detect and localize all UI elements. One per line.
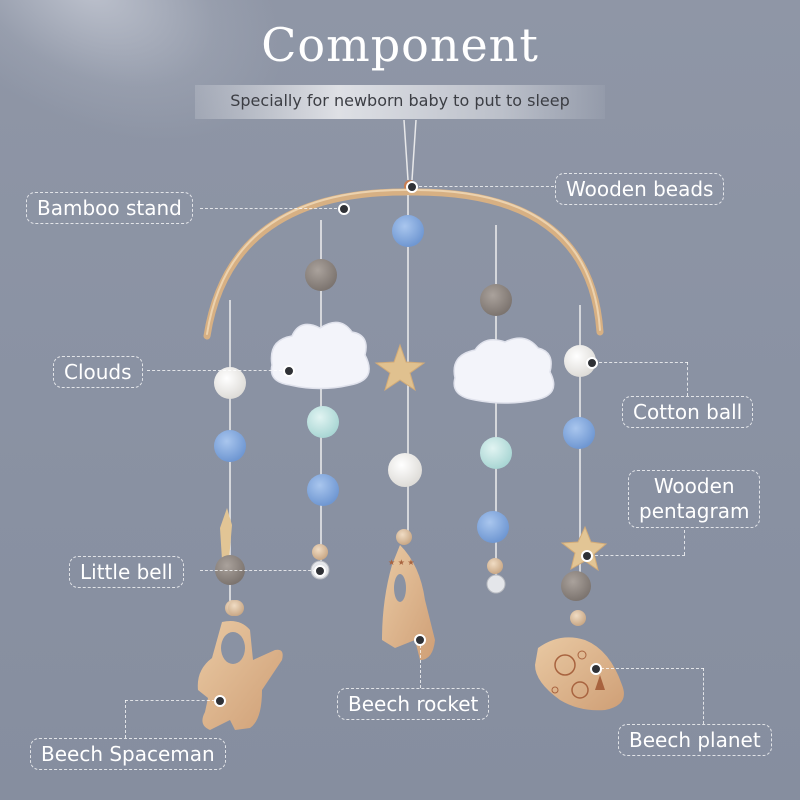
beech-rocket bbox=[382, 545, 435, 660]
strings bbox=[229, 195, 581, 610]
marker-dot-wooden-beads bbox=[406, 181, 418, 193]
leader-wooden-beads bbox=[414, 186, 554, 187]
label-wooden-pentagram-line1: Wooden bbox=[653, 474, 735, 498]
label-clouds: Clouds bbox=[53, 356, 143, 388]
leader-spaceman-h bbox=[125, 700, 220, 701]
label-cotton-ball: Cotton ball bbox=[622, 396, 754, 428]
label-little-bell: Little bell bbox=[69, 556, 184, 588]
leader-beech-rocket bbox=[420, 640, 421, 688]
marker-dot-beech-rocket bbox=[414, 634, 426, 646]
svg-text:★ ★ ★: ★ ★ ★ bbox=[388, 558, 415, 567]
wooden-pentagram bbox=[560, 525, 608, 572]
label-wooden-pentagram-line2: pentagram bbox=[639, 499, 750, 523]
leader-clouds bbox=[147, 370, 287, 371]
felt-cloud-left bbox=[270, 321, 370, 390]
leader-spaceman-v bbox=[125, 700, 126, 738]
leader-pentagram-v bbox=[684, 530, 685, 555]
subtitle-banner bbox=[195, 85, 605, 119]
marker-dot-beech-spaceman bbox=[214, 695, 226, 707]
label-wooden-beads: Wooden beads bbox=[555, 173, 725, 205]
marker-dot-cotton-ball bbox=[586, 357, 598, 369]
leader-little-bell bbox=[200, 570, 316, 571]
strand-left bbox=[214, 367, 246, 616]
marker-dot-beech-planet bbox=[590, 663, 602, 675]
label-beech-spaceman: Beech Spaceman bbox=[30, 738, 226, 770]
page-title: Component bbox=[261, 18, 539, 72]
page-subtitle: Specially for newborn baby to put to sle… bbox=[230, 91, 570, 110]
wooden-star-center bbox=[374, 343, 426, 392]
label-wooden-pentagram: Wooden pentagram bbox=[628, 470, 761, 528]
leader-cotton-ball-v bbox=[687, 362, 688, 396]
strand-fourth bbox=[477, 284, 512, 594]
strand-right bbox=[560, 345, 608, 626]
leader-pentagram-h bbox=[590, 555, 685, 556]
marker-dot-bamboo-stand bbox=[338, 203, 350, 215]
marker-dot-little-bell bbox=[314, 565, 326, 577]
strand-second bbox=[305, 259, 339, 580]
marker-dot-clouds bbox=[283, 365, 295, 377]
strand-center: ★ ★ ★ bbox=[374, 215, 435, 660]
leader-planet-v bbox=[703, 668, 704, 724]
felt-cloud-right bbox=[453, 337, 555, 404]
beech-planet bbox=[535, 637, 624, 711]
label-bamboo-stand: Bamboo stand bbox=[26, 192, 193, 224]
bamboo-stand bbox=[203, 188, 604, 340]
leader-cotton-ball-h bbox=[594, 362, 688, 363]
beech-spaceman bbox=[197, 600, 283, 730]
marker-dot-wooden-pentagram bbox=[581, 550, 593, 562]
leader-bamboo-stand bbox=[200, 208, 342, 209]
leader-planet-h bbox=[596, 668, 704, 669]
label-beech-planet: Beech planet bbox=[618, 724, 772, 756]
label-beech-rocket: Beech rocket bbox=[337, 688, 490, 720]
